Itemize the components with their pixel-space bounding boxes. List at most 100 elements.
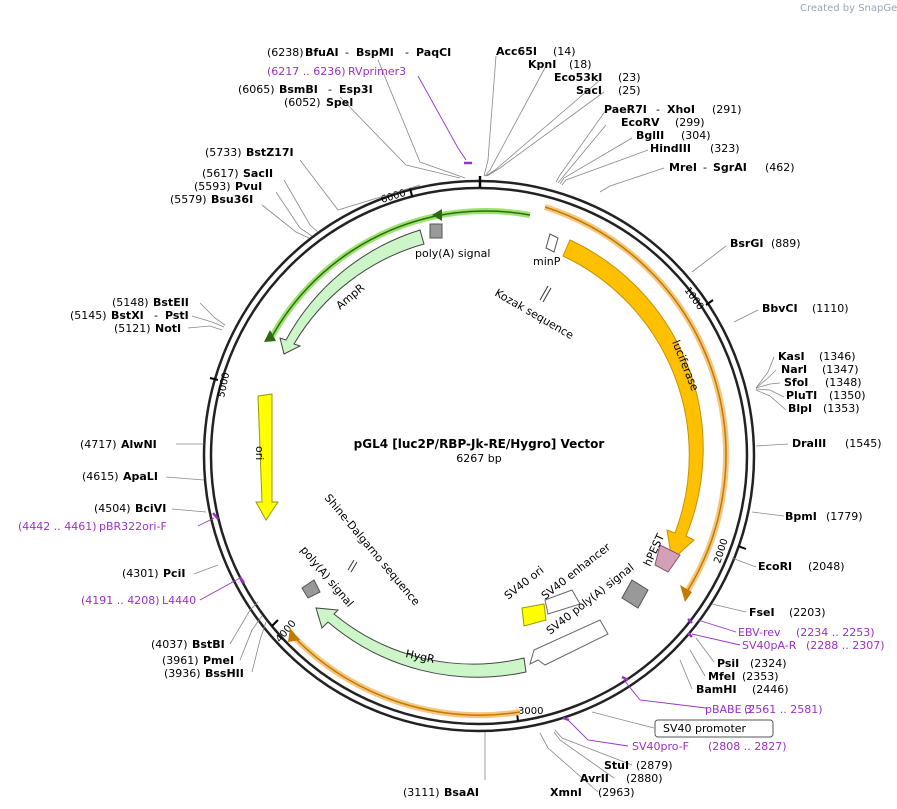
site-bsaai[interactable]: BsaAI — [444, 786, 479, 799]
site-sgrai[interactable]: SgrAI — [713, 161, 747, 174]
site-spei[interactable]: SpeI — [326, 96, 353, 109]
site-alwni[interactable]: AlwNI — [121, 438, 157, 451]
site-psii[interactable]: PsiI — [717, 657, 739, 670]
site-5148-pos: (5148) — [112, 296, 149, 309]
hygr-label: HygR — [404, 647, 436, 666]
primer-ebv-rev[interactable]: EBV-rev — [738, 626, 781, 639]
site-bbvci[interactable]: BbvCI — [762, 302, 798, 315]
sv40-promoter-feature[interactable] — [529, 619, 609, 666]
site-bcivi[interactable]: BciVI — [135, 502, 166, 515]
site-ecori[interactable]: EcoRI — [758, 560, 792, 573]
tick-1000: 1000 — [682, 285, 706, 312]
ampr-feature[interactable] — [279, 229, 425, 355]
primer-ebv-rev-range: (2234 .. 2253) — [796, 626, 875, 639]
site-bsu36i[interactable]: Bsu36I — [211, 193, 253, 206]
site-bsmbi[interactable]: BsmBI — [279, 83, 318, 96]
site-2324-pos: (2324) — [750, 657, 787, 670]
site-3111-pos: (3111) — [403, 786, 440, 799]
site-889-pos: (889) — [771, 237, 801, 250]
site-hindiii[interactable]: HindIII — [650, 142, 691, 155]
site-2203-pos: (2203) — [789, 606, 826, 619]
site-1347-pos: (1347) — [822, 363, 859, 376]
site-kasi[interactable]: KasI — [778, 350, 805, 363]
primer-l4440-range: (4191 .. 4208) — [81, 594, 160, 607]
site-462-sep: - — [703, 161, 707, 174]
tick-5000: 5000 — [216, 371, 232, 398]
kozak-mark-1 — [539, 285, 549, 301]
site-4037-pos: (4037) — [151, 638, 188, 651]
site-krei[interactable]: MreI — [669, 161, 697, 174]
site-paqci[interactable]: PaqCI — [416, 46, 451, 59]
sv40-ori-feature[interactable] — [521, 603, 547, 627]
site-psti[interactable]: PstI — [165, 309, 189, 322]
site-bfuai[interactable]: BfuAI — [305, 46, 339, 59]
site-paer7i[interactable]: PaeR7I — [604, 103, 647, 116]
hpest-feature[interactable] — [654, 544, 681, 573]
site-acc65i[interactable]: Acc65I — [496, 45, 537, 58]
site-draiii[interactable]: DraIII — [792, 437, 826, 450]
site-pmei[interactable]: PmeI — [203, 654, 234, 667]
ori-feature[interactable] — [255, 393, 279, 521]
site-bsrgi[interactable]: BsrGI — [730, 237, 763, 250]
site-sacii[interactable]: SacII — [243, 167, 273, 180]
ampr-outer-arc — [269, 210, 531, 341]
sv40-promoter-box[interactable] — [654, 719, 774, 738]
minp-feature[interactable] — [545, 233, 559, 253]
site-xhoi[interactable]: XhoI — [667, 103, 695, 116]
site-xmni[interactable]: XmnI — [550, 786, 582, 799]
tick-2000: 2000 — [712, 537, 730, 565]
site-6065-sep: - — [328, 83, 332, 96]
tick-3000: 3000 — [518, 706, 543, 717]
site-ecorv[interactable]: EcoRV — [621, 116, 660, 129]
site-bstxi[interactable]: BstXI — [111, 309, 144, 322]
primer-sv40pa-r[interactable]: SV40pA-R — [742, 639, 797, 652]
primer-pbr322ori-f[interactable]: pBR322ori-F — [99, 520, 167, 533]
site-18-pos: (18) — [569, 58, 592, 71]
site-pluti[interactable]: PluTI — [786, 389, 817, 402]
site-bsshii[interactable]: BssHII — [205, 667, 244, 680]
site-bsteii[interactable]: BstEII — [153, 296, 189, 309]
site-6238-sep2: - — [405, 46, 409, 59]
site-3936-pos: (3936) — [164, 667, 201, 680]
hygr-feature[interactable] — [315, 607, 527, 678]
site-saci[interactable]: SacI — [576, 84, 602, 97]
site-bstbi[interactable]: BstBI — [192, 638, 225, 651]
primer-sv40pa-r-range: (2288 .. 2307) — [806, 639, 885, 652]
site-bspmi[interactable]: BspMI — [356, 46, 394, 59]
sv40-polya-feature[interactable] — [621, 579, 649, 609]
site-eco53ki[interactable]: Eco53kI — [554, 71, 602, 84]
site-14-pos: (14) — [553, 45, 576, 58]
site-mfei[interactable]: MfeI — [708, 670, 735, 683]
site-stui[interactable]: StuI — [604, 759, 629, 772]
site-1545-pos: (1545) — [845, 437, 882, 450]
polya-2-feature[interactable] — [301, 579, 321, 599]
sv40-enhancer-feature[interactable] — [544, 589, 581, 615]
site-avrii[interactable]: AvrII — [580, 772, 609, 785]
site-nari[interactable]: NarI — [781, 363, 807, 376]
site-25-pos: (25) — [618, 84, 641, 97]
site-fsei[interactable]: FseI — [749, 606, 775, 619]
luciferase-feature[interactable] — [562, 239, 704, 561]
site-bpmi[interactable]: BpmI — [785, 510, 817, 523]
site-blpi[interactable]: BlpI — [788, 402, 812, 415]
site-bamhi[interactable]: BamHI — [696, 683, 737, 696]
site-sfoi[interactable]: SfoI — [784, 376, 808, 389]
site-pcii[interactable]: PciI — [163, 567, 185, 580]
polya-1-feature[interactable] — [429, 223, 443, 239]
site-esp3i[interactable]: Esp3I — [339, 83, 373, 96]
tick-marks — [209, 187, 747, 722]
site-kpni[interactable]: KpnI — [528, 58, 556, 71]
primer-l4440[interactable]: L4440 — [162, 594, 196, 607]
primer-sv40pro-f[interactable]: SV40pro-F — [632, 740, 689, 753]
primer-rvprimer3[interactable]: RVprimer3 — [348, 65, 406, 78]
site-5733-pos: (5733) — [205, 146, 242, 159]
site-noti[interactable]: NotI — [155, 322, 181, 335]
site-bglii[interactable]: BglII — [636, 129, 664, 142]
primer-pbabe3[interactable]: pBABE 3' — [705, 703, 755, 716]
site-5145-sep: - — [154, 309, 158, 322]
site-pvui[interactable]: PvuI — [235, 180, 262, 193]
site-1353-pos: (1353) — [823, 402, 860, 415]
site-apali[interactable]: ApaLI — [123, 470, 158, 483]
site-bstz17i[interactable]: BstZ17I — [246, 146, 294, 159]
